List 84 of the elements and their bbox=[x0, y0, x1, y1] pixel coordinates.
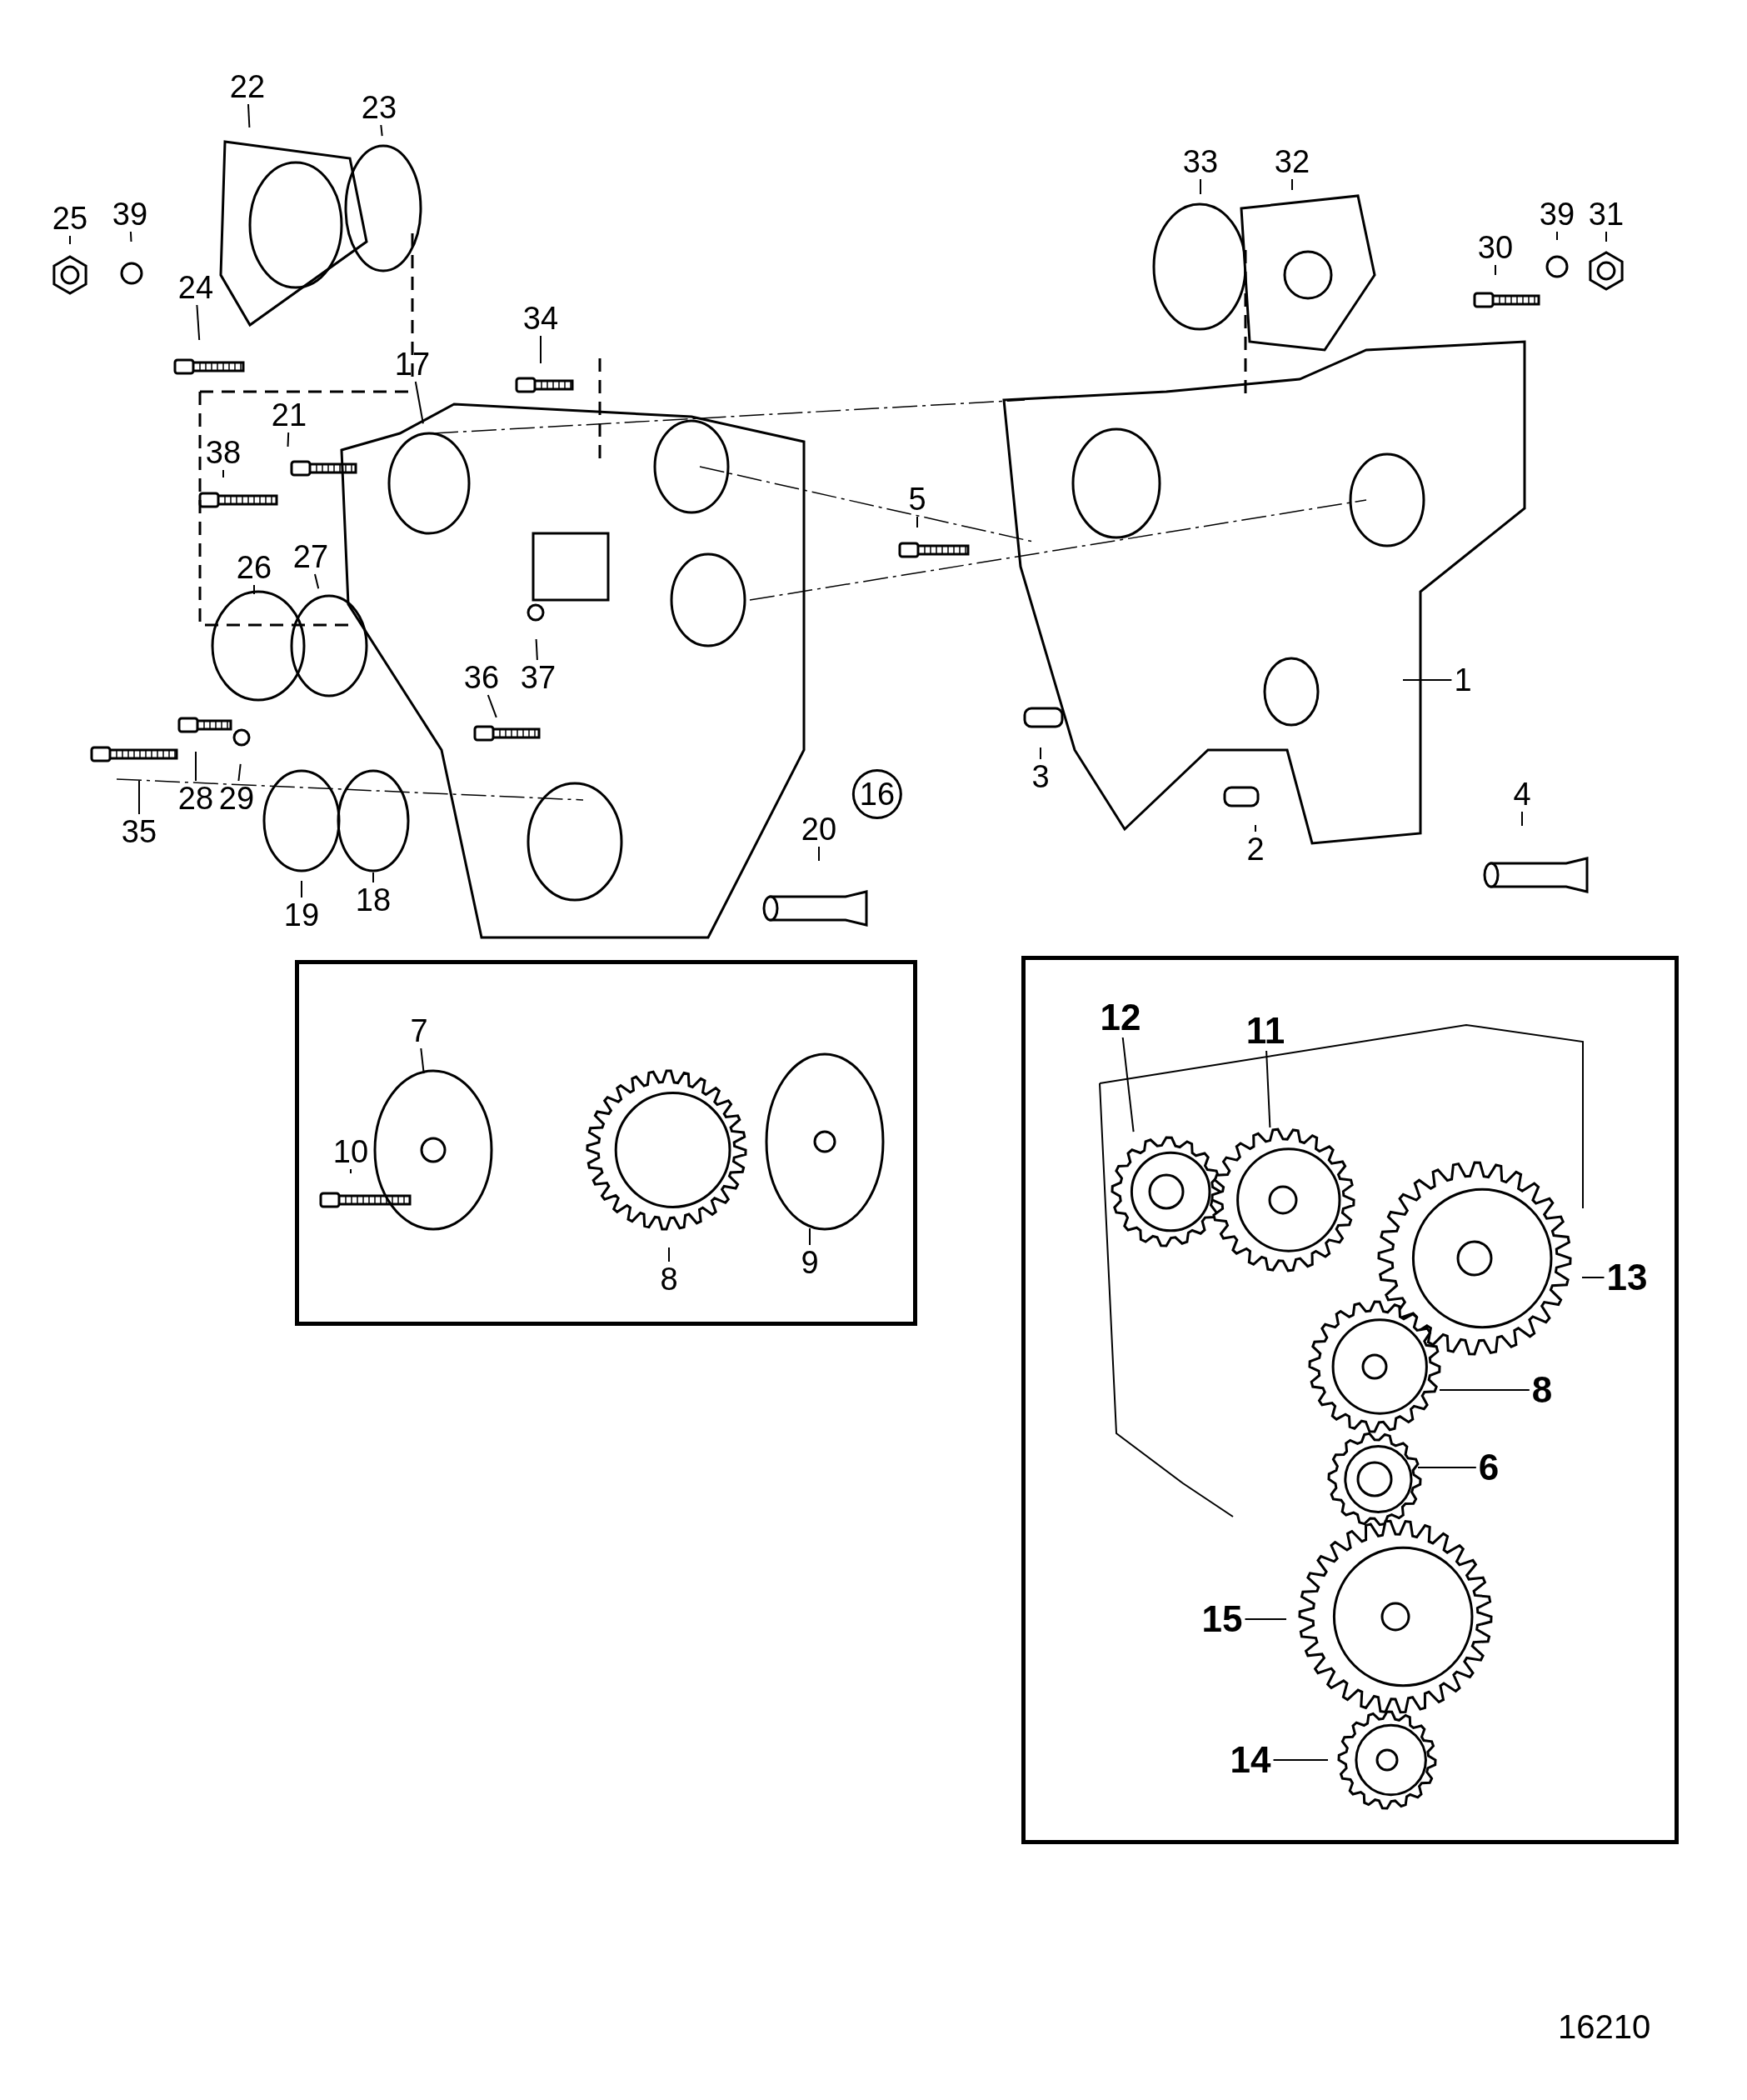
callout-number: 24 bbox=[175, 270, 217, 305]
callout-number: 7 bbox=[407, 1013, 431, 1048]
callout-number: 20 bbox=[798, 812, 840, 847]
callout-number: 26 bbox=[233, 550, 275, 585]
callout-number: 39 bbox=[109, 197, 151, 232]
callout-number: 13 bbox=[1604, 1258, 1650, 1298]
leader-line bbox=[414, 381, 424, 425]
leader-line bbox=[247, 103, 251, 128]
leader-line bbox=[809, 1228, 811, 1246]
leader-line bbox=[287, 432, 290, 448]
leader-line bbox=[69, 235, 71, 245]
leader-line bbox=[1402, 679, 1453, 681]
callout-number: 15 bbox=[1199, 1599, 1245, 1639]
callout-number: 32 bbox=[1271, 144, 1313, 179]
callout-number: 16 bbox=[851, 769, 903, 819]
leader-line bbox=[1265, 1050, 1271, 1128]
leader-line bbox=[301, 880, 302, 898]
callout-number: 19 bbox=[281, 898, 322, 932]
callout-number: 1 bbox=[1451, 662, 1475, 698]
callout-number: 21 bbox=[268, 398, 310, 432]
leader-line bbox=[1291, 178, 1293, 191]
callout-number: 3 bbox=[1029, 759, 1052, 794]
callout-number: 38 bbox=[202, 435, 244, 470]
callout-number: 33 bbox=[1180, 144, 1221, 179]
callout-number: 36 bbox=[461, 660, 502, 695]
leader-line bbox=[540, 335, 542, 364]
leader-line bbox=[129, 231, 132, 242]
callout-number: 18 bbox=[352, 882, 394, 918]
leader-line bbox=[535, 638, 538, 661]
callout-number: 6 bbox=[1475, 1448, 1502, 1488]
callout-number: 5 bbox=[906, 482, 929, 517]
callout-number: 17 bbox=[392, 347, 433, 382]
callout-number: 31 bbox=[1585, 197, 1627, 232]
leader-line bbox=[1272, 1759, 1329, 1761]
leader-line bbox=[1581, 1277, 1605, 1278]
callout-number: 39 bbox=[1536, 197, 1578, 232]
callout-number: 22 bbox=[227, 69, 268, 104]
leader-line bbox=[138, 780, 140, 815]
leader-line bbox=[314, 573, 320, 590]
leader-line bbox=[1439, 1389, 1530, 1391]
callout-number: 29 bbox=[216, 781, 257, 816]
leader-line bbox=[380, 124, 383, 138]
leader-line bbox=[818, 846, 820, 862]
callout-number: 9 bbox=[798, 1245, 821, 1280]
leader-line bbox=[1605, 231, 1607, 242]
leader-line bbox=[1255, 824, 1256, 832]
leader-line bbox=[1121, 1037, 1135, 1133]
leader-line bbox=[350, 1168, 352, 1174]
leader-line bbox=[668, 1247, 670, 1262]
leader-line bbox=[372, 872, 374, 883]
leader-line bbox=[420, 1048, 425, 1075]
leader-line bbox=[1417, 1467, 1477, 1468]
leader-line bbox=[1521, 811, 1523, 827]
inset-frame bbox=[1021, 956, 1679, 1844]
leader-line bbox=[196, 304, 201, 341]
leader-line bbox=[1556, 231, 1558, 241]
leader-line bbox=[1495, 264, 1496, 276]
leader-line bbox=[916, 516, 918, 528]
leader-line bbox=[1200, 178, 1201, 195]
callout-number: 27 bbox=[290, 539, 332, 574]
callout-number: 25 bbox=[49, 201, 91, 236]
callout-number: 35 bbox=[118, 814, 160, 849]
leader-line bbox=[1040, 747, 1041, 760]
figure-number: 16210 bbox=[1558, 2008, 1651, 2046]
callout-number: 11 bbox=[1243, 1011, 1288, 1051]
inset-frame bbox=[295, 960, 917, 1326]
callout-number: 34 bbox=[520, 301, 562, 336]
callout-number: 10 bbox=[330, 1134, 372, 1169]
leader-line bbox=[195, 751, 197, 782]
callout-number: 4 bbox=[1510, 777, 1534, 812]
leader-line bbox=[1244, 1618, 1287, 1620]
callout-number: 14 bbox=[1227, 1740, 1274, 1780]
callout-number: 8 bbox=[657, 1262, 681, 1297]
leader-line bbox=[487, 694, 497, 718]
callout-number: 12 bbox=[1097, 998, 1144, 1038]
leader-line bbox=[237, 762, 242, 782]
leader-line bbox=[222, 469, 224, 478]
leader-line bbox=[253, 584, 255, 595]
callout-number: 23 bbox=[358, 90, 400, 125]
callout-number: 8 bbox=[1529, 1370, 1555, 1410]
callout-number: 30 bbox=[1475, 230, 1516, 265]
callout-number: 37 bbox=[517, 660, 559, 695]
callout-number: 2 bbox=[1244, 832, 1267, 867]
callout-number: 28 bbox=[175, 781, 217, 816]
